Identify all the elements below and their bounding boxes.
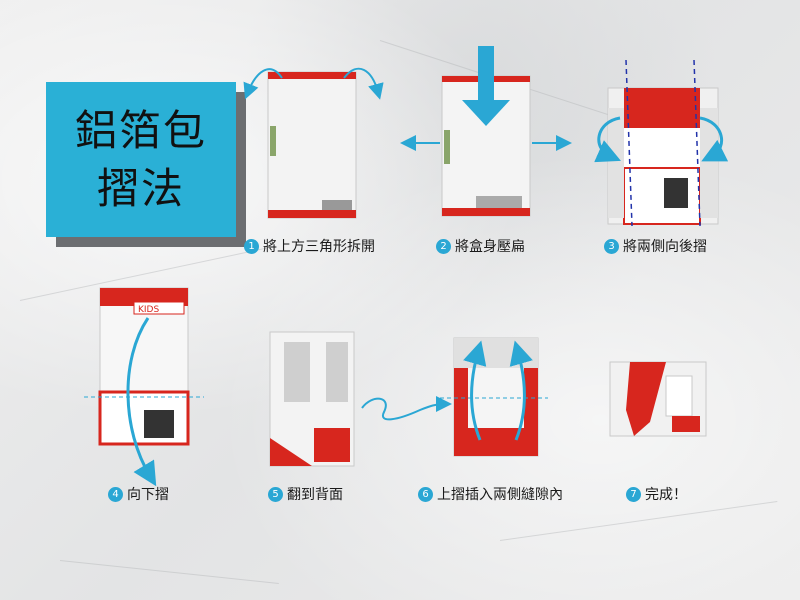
- step-3-label: 3 將兩側向後摺: [604, 236, 707, 256]
- step-6-text: 上摺插入兩側縫隙內: [437, 487, 563, 503]
- title-card: 鋁箔包 摺法: [46, 82, 236, 237]
- step-4-number-badge: 4: [108, 486, 123, 502]
- step-2-text: 將盒身壓扁: [455, 239, 525, 255]
- step-6-number-badge: 6: [418, 486, 433, 502]
- title-line-1: 鋁箔包: [74, 105, 207, 155]
- step-2-label: 2 將盒身壓扁: [436, 236, 525, 256]
- step-5-number-badge: 5: [268, 486, 283, 502]
- step-4-photo: KIDS: [98, 287, 190, 446]
- step-5-text: 翻到背面: [287, 487, 343, 503]
- step-7-label: 7 完成！: [626, 484, 687, 504]
- step-2-photo: [441, 75, 531, 217]
- step-7-text: 完成！: [645, 487, 687, 503]
- step-1-photo: [267, 71, 357, 219]
- step-4-label: 4 向下摺: [108, 484, 169, 504]
- step-7-photo: [609, 361, 707, 437]
- step-1-number-badge: 1: [244, 238, 259, 254]
- step-6-photo: [453, 337, 539, 457]
- step-1-label: 1 將上方三角形拆開: [244, 236, 375, 256]
- carton-brand-mark: KIDS: [138, 305, 159, 315]
- step-4-text: 向下摺: [127, 487, 169, 503]
- step-3-photo: [607, 87, 719, 225]
- step-7-number-badge: 7: [626, 486, 641, 502]
- step-6-label: 6 上摺插入兩側縫隙內: [418, 484, 563, 504]
- step-5-label: 5 翻到背面: [268, 484, 343, 504]
- title-line-2: 摺法: [96, 163, 185, 213]
- step-3-number-badge: 3: [604, 238, 619, 254]
- step-2-number-badge: 2: [436, 238, 451, 254]
- step-5-photo: [269, 331, 355, 467]
- step-1-text: 將上方三角形拆開: [263, 239, 375, 255]
- step-3-text: 將兩側向後摺: [623, 239, 707, 255]
